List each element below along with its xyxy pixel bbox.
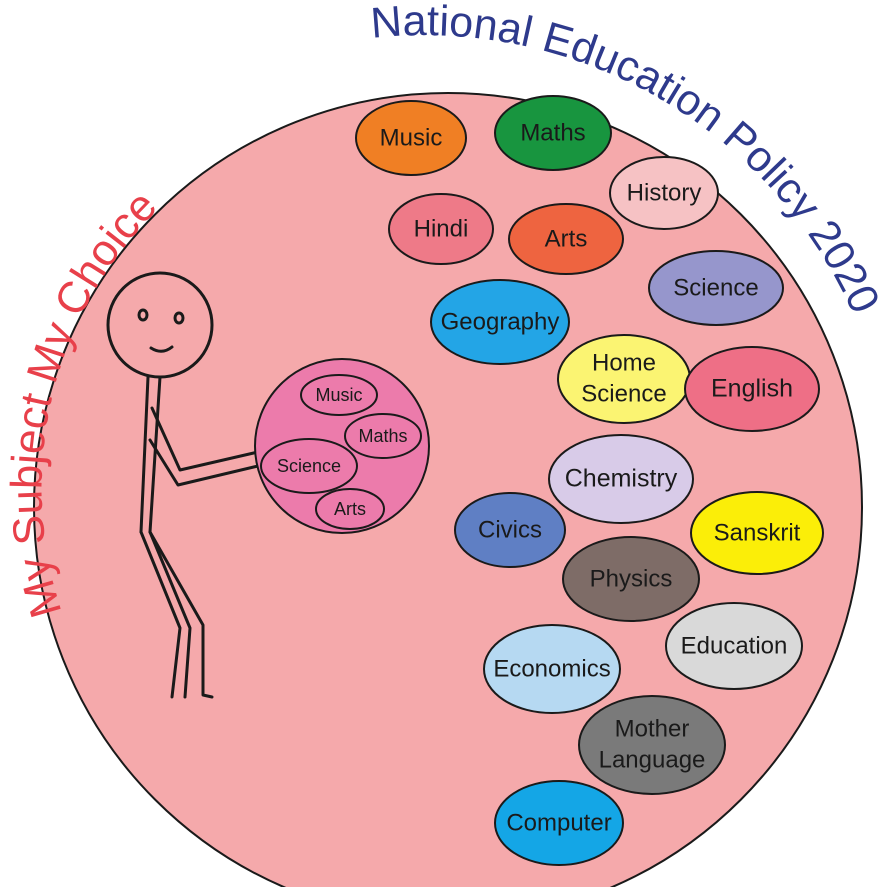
subject-computer-bubble: Computer	[494, 780, 624, 866]
subject-economics-label: Economics	[493, 655, 610, 682]
held-ball-science-ellipse	[260, 438, 358, 494]
subject-chemistry-bubble: Chemistry	[548, 434, 694, 524]
subject-maths-label: Maths	[520, 119, 585, 146]
figure-smile	[149, 345, 174, 353]
subject-education-bubble: Education	[665, 602, 803, 690]
subject-computer-label: Computer	[506, 809, 611, 836]
subject-geography-bubble: Geography	[430, 279, 570, 365]
subject-civics-bubble: Civics	[454, 492, 566, 568]
subject-science-label: Science	[673, 274, 758, 301]
figure-left-eye	[137, 308, 149, 322]
subject-english-ellipse	[684, 346, 820, 432]
figure-leg-left	[139, 530, 182, 699]
held-ball-maths-label: Maths	[358, 426, 407, 446]
subject-physics-label: Physics	[590, 565, 673, 592]
subject-maths-ellipse	[494, 95, 612, 171]
subject-arts-bubble: Arts	[508, 203, 624, 275]
subject-physics-ellipse	[562, 536, 700, 622]
subject-chemistry-ellipse	[548, 434, 694, 524]
held-ball-arts-ellipse	[315, 488, 385, 530]
subject-sanskrit-bubble: Sanskrit	[690, 491, 824, 575]
subject-geography-label: Geography	[441, 308, 560, 335]
subject-civics-label: Civics	[478, 516, 542, 543]
subject-home-science-label-line2: Science	[581, 380, 666, 407]
subject-geography-ellipse	[430, 279, 570, 365]
subject-physics-bubble: Physics	[562, 536, 700, 622]
figure-arm-lower	[148, 438, 260, 487]
subject-mother-language-ellipse	[578, 695, 726, 795]
held-ball-maths-bubble: Maths	[344, 413, 422, 459]
subject-hindi-label: Hindi	[414, 215, 469, 242]
figure-right-eye	[173, 311, 185, 325]
subject-economics-bubble: Economics	[483, 624, 621, 714]
held-ball-music-label: Music	[315, 385, 362, 405]
subject-science-bubble: Science	[648, 250, 784, 326]
subject-hindi-bubble: Hindi	[388, 193, 494, 265]
held-ball-maths-ellipse	[344, 413, 422, 459]
subject-hindi-ellipse	[388, 193, 494, 265]
figure-torso-left	[139, 375, 150, 534]
subject-music-bubble: Music	[355, 100, 467, 176]
subject-music-ellipse	[355, 100, 467, 176]
figure-leg-right	[148, 530, 214, 699]
figure-torso-right	[148, 375, 162, 534]
subject-economics-ellipse	[483, 624, 621, 714]
subject-mother-language-label: Mother	[615, 715, 690, 742]
subject-sanskrit-ellipse	[690, 491, 824, 575]
held-ball-music-bubble: Music	[300, 374, 378, 416]
subject-computer-ellipse	[494, 780, 624, 866]
held-ball-science-bubble: Science	[260, 438, 358, 494]
stick-figure	[106, 271, 260, 699]
subject-history-label: History	[627, 179, 702, 206]
subject-history-bubble: History	[609, 156, 719, 230]
subject-education-ellipse	[665, 602, 803, 690]
subject-home-science-ellipse	[557, 334, 691, 424]
held-ball-arts-label: Arts	[334, 499, 366, 519]
subject-chemistry-label: Chemistry	[565, 465, 678, 493]
subject-english-label: English	[711, 375, 793, 403]
subject-science-ellipse	[648, 250, 784, 326]
subject-home-science-label: Home	[592, 349, 656, 376]
subject-civics-ellipse	[454, 492, 566, 568]
subject-mother-language-label-line2: Language	[599, 746, 706, 773]
subject-music-label: Music	[380, 124, 443, 151]
held-ball-music-ellipse	[300, 374, 378, 416]
held-ball-science-label: Science	[277, 456, 341, 476]
subject-education-label: Education	[681, 632, 788, 659]
subject-arts-ellipse	[508, 203, 624, 275]
figure-arm-upper	[150, 406, 260, 472]
subject-maths-bubble: Maths	[494, 95, 612, 171]
subject-history-ellipse	[609, 156, 719, 230]
held-ball-arts-bubble: Arts	[315, 488, 385, 530]
subject-sanskrit-label: Sanskrit	[714, 519, 801, 546]
figure-leg-left-inner	[148, 530, 192, 699]
subject-arts-label: Arts	[545, 225, 588, 252]
subject-english-bubble: English	[684, 346, 820, 432]
